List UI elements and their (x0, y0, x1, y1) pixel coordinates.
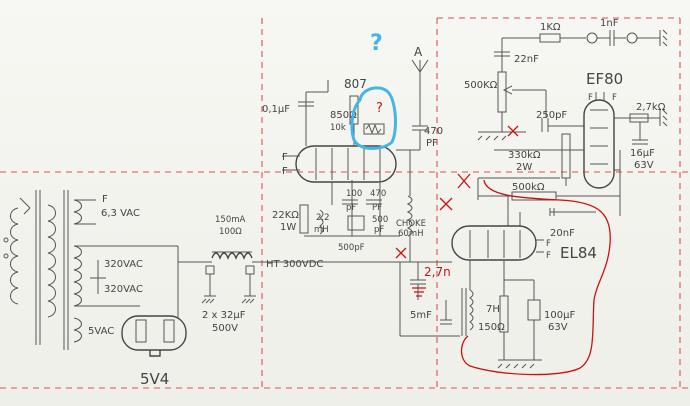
rectifier-tube (112, 246, 187, 357)
rf-choke-unit-label: mH (314, 225, 329, 235)
cap-470-label: 470 (370, 189, 386, 199)
hv-secondary-label-a: 320VAC (104, 259, 143, 270)
choke-current-label: 150mA (215, 215, 246, 225)
el84-f1-label: F (546, 239, 551, 249)
cathode-resistor-label: 850Ω (330, 110, 357, 121)
filament-f1-label: F (282, 152, 288, 163)
filament-f2-label: F (282, 166, 288, 177)
r-330k-label: 330kΩ (508, 150, 541, 161)
plate-choke-value-label: 60mH (398, 229, 424, 239)
rectifier-heater-label: 5VAC (88, 326, 114, 337)
rf-choke-value-label: 2,2 (316, 213, 330, 223)
heater-voltage-label: 6,3 VAC (101, 208, 140, 219)
blue-question-mark-large: ? (370, 31, 383, 56)
preamp-tube-label: EF80 (586, 70, 623, 88)
coupling-cap-label: 470 (424, 126, 443, 137)
c-250pf-label: 250pF (536, 110, 567, 121)
section-borders (0, 17, 690, 390)
el84-f2-label: F (546, 251, 551, 261)
power-transformer (3, 190, 178, 350)
oscillator-tube-label: 807 (344, 77, 367, 91)
cap-100-unit-label: pF (346, 203, 356, 213)
c-20nf-label: 20nF (550, 228, 575, 239)
f-label-transformer: F (102, 194, 108, 205)
c-100uf-label: 100µF (544, 310, 575, 321)
r-330k-power-label: 2W (516, 162, 532, 173)
c-2n7-label: 2,7n (424, 265, 451, 279)
r-150-label: 150Ω (478, 322, 505, 333)
choke-resistance-label: 100Ω (219, 227, 242, 237)
c-22nf-label: 22nF (514, 54, 539, 65)
pot-500k-label: 500KΩ (464, 80, 498, 91)
blue-annotation (350, 86, 397, 150)
output-tube-label: EL84 (560, 244, 597, 262)
antenna-label: A (414, 45, 423, 59)
red-annotations (395, 125, 611, 376)
preamp-stage (477, 29, 668, 216)
ht-voltage-label: HT 300VDC (266, 259, 323, 270)
plate-choke-label: CHOKE (396, 219, 426, 229)
hv-secondary-label-b: 320VAC (104, 284, 143, 295)
ef80-f1-label: F (588, 93, 593, 103)
red-question-mark: ? (376, 101, 383, 116)
cap-100-label: 100 (346, 189, 362, 199)
coupling-cap-unit-label: PF (426, 138, 438, 149)
c-16uf-label: 16µF (630, 148, 655, 159)
cap-470-unit-label: PF (372, 203, 382, 213)
filter-cap-voltage-label: 500V (212, 323, 238, 334)
filter-cap-label: 2 x 32µF (202, 310, 246, 321)
screen-resistor-label: 22KΩ (272, 210, 299, 221)
oscillator-stage (282, 59, 429, 262)
c-1nf-label: 1nF (600, 18, 619, 29)
cap-500pf-label: 500pF (338, 243, 365, 253)
cathode-resistor-alt-label: 10k (330, 123, 346, 133)
trimmer-500-label: 500 (372, 215, 388, 225)
screen-resistor-power-label: 1W (280, 222, 296, 233)
output-stage (399, 177, 620, 369)
r-2k7-label: 2,7kΩ (636, 102, 666, 113)
rectifier-tube-label: 5V4 (140, 370, 169, 388)
filter-choke (178, 251, 400, 304)
trimmer-500-unit-label: pF (374, 225, 384, 235)
c-100uf-voltage-label: 63V (548, 322, 568, 333)
r-1k-label: 1KΩ (540, 22, 561, 33)
c-5mf-label: 5mF (410, 310, 432, 321)
grid-cap-label: 0,1µF (262, 104, 290, 115)
ef80-f2-label: F (612, 93, 617, 103)
r-500k-label: 500kΩ (512, 182, 545, 193)
c-16uf-voltage-label: 63V (634, 160, 654, 171)
output-choke-label: 7H (486, 304, 500, 315)
